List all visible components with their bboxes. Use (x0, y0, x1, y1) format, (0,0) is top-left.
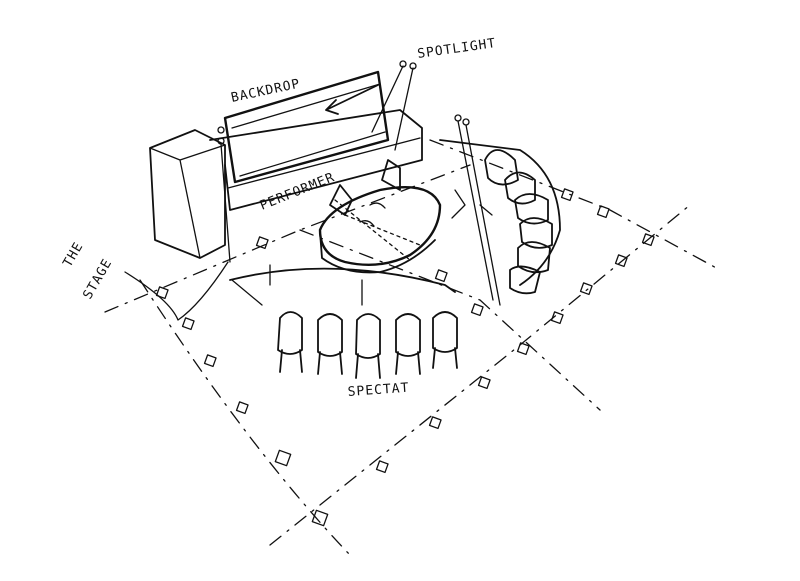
spectator-chair (317, 313, 343, 375)
grid-lines (104, 139, 721, 556)
spectator-chair (517, 241, 551, 274)
spotlight-lamp (454, 114, 462, 122)
audience-side (439, 139, 561, 295)
column-marker (375, 460, 389, 474)
column-marker (434, 269, 448, 283)
performer-figure (329, 184, 353, 216)
column-marker (274, 449, 292, 467)
spectator-chair (355, 313, 381, 379)
stage-direction-marks (451, 189, 493, 219)
column-marker (311, 509, 329, 527)
column-marker (428, 416, 442, 430)
column-marker (470, 303, 484, 317)
spectator-chair (277, 311, 303, 373)
column-marker (477, 376, 491, 390)
stage-platform (318, 159, 493, 274)
grid-line-right (429, 139, 721, 271)
column-marker (550, 311, 564, 325)
label-spotlight: SPOTLIGHT (416, 36, 497, 62)
column-marker (235, 401, 249, 415)
spotlight-beam (371, 65, 414, 151)
backdrop-arrow (325, 84, 379, 115)
performer-props (359, 202, 386, 227)
backdrop-screen-inner (231, 83, 386, 177)
backdrop-structure (149, 70, 423, 259)
spotlight-beam (457, 120, 501, 306)
spectator-chair (504, 171, 536, 205)
backdrop-base-edge (227, 137, 421, 189)
spotlights (217, 60, 501, 306)
spectator-row (277, 311, 458, 379)
column-marker (255, 236, 269, 250)
column-marker (596, 205, 610, 219)
label-backdrop: BACKDROP (230, 77, 302, 106)
column-marker (155, 286, 169, 300)
spotlight-lamp (217, 126, 225, 134)
audience-arc (229, 267, 456, 293)
spectator-chair (484, 149, 519, 186)
column-marker (516, 342, 530, 356)
performer-figure (381, 159, 401, 191)
backdrop-tower-edges (149, 144, 226, 259)
spectator-chair (432, 311, 458, 369)
label-stage: STAGE (80, 256, 115, 302)
backdrop-tower (149, 129, 226, 259)
grid-line-middle (299, 229, 601, 411)
column-marker (641, 233, 655, 247)
audience-ticks (231, 264, 363, 306)
backdrop-base-wall (209, 109, 423, 211)
stage-side (319, 231, 436, 274)
column-marker (203, 354, 217, 368)
column-marker (560, 188, 574, 202)
stage-top (318, 186, 442, 266)
column-markers (155, 188, 655, 527)
audience-front (229, 264, 458, 379)
spotlight-lamp (462, 118, 470, 126)
spectator-chair (509, 265, 541, 295)
spectator-chair (395, 313, 421, 375)
the-stage-pointer (124, 261, 229, 321)
spotlight-beam (220, 143, 231, 263)
column-marker (579, 282, 593, 296)
column-marker (614, 254, 628, 268)
spectator-chair (519, 217, 553, 249)
label-the: THE (60, 240, 86, 270)
backdrop-screen (223, 70, 390, 184)
label-spectat: SPECTAT (347, 381, 410, 400)
column-marker (181, 317, 195, 331)
